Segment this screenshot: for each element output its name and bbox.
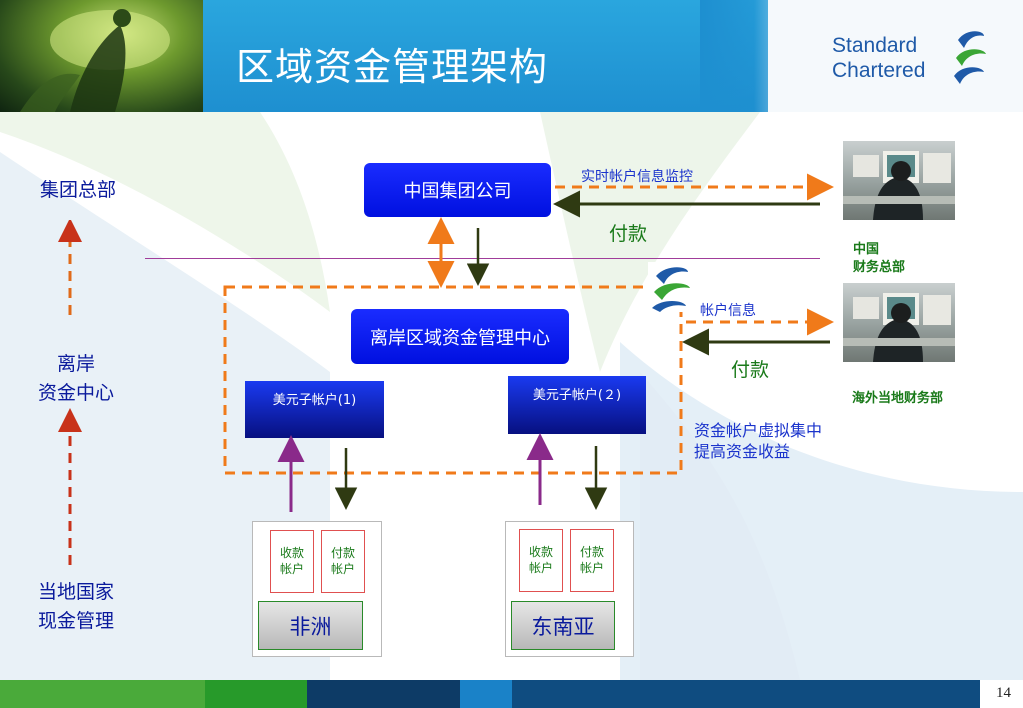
left-hierarchy-arrows [58,220,82,565]
china-finance-line1: 中国 [853,242,880,257]
label-realtime-monitor: 实时帐户信息监控 [581,169,693,185]
node-usd-sub-account-1: 美元子帐户(1) [245,381,384,438]
slide-title: 区域资金管理架构 [236,45,549,89]
node-usd-sub-account-2: 美元子帐户(２) [508,376,646,434]
label-overseas-finance: 海外当地财务部 [852,391,944,406]
sea-collection-account: 收款 帐户 [519,529,563,592]
label-local-line1: 当地国家 [37,581,114,603]
brand-line-2: Chartered [832,59,926,82]
footer-segment-5 [512,680,1023,708]
footer-segment-2 [205,680,307,708]
label-local-cash-mgmt: 当地国家 现金管理 [20,578,132,636]
footer-segment-1 [0,680,205,708]
collect-line1: 收款 [528,545,553,559]
label-payment-top: 付款 [609,223,648,245]
label-offshore-line1: 离岸 [56,353,95,375]
footer-segment-4 [460,680,512,708]
pay-line2: 帐户 [579,561,604,575]
benefit-notes: 资金帐户虚拟集中 提高资金收益 [694,420,822,462]
node-offshore-center: 离岸区域资金管理中心 [351,309,569,364]
brand-logo-text: Standard Chartered [832,33,925,83]
region-sea-label: 东南亚 [511,601,615,650]
pay-line2: 帐户 [330,562,355,576]
sea-payment-account: 付款 帐户 [570,529,614,592]
brand-line-1: Standard [832,34,918,57]
collect-line2: 帐户 [528,561,553,575]
label-group-hq: 集团总部 [39,179,116,201]
small-sc-logo-icon [648,262,698,312]
standard-chartered-logo-icon [954,31,986,84]
africa-collection-account: 收款 帐户 [270,530,314,593]
africa-payment-account: 付款 帐户 [321,530,365,593]
header-photo [0,0,203,112]
note-line2: 提高资金收益 [694,442,791,461]
label-account-info: 帐户信息 [700,303,756,319]
photo-china-finance-office [843,141,955,220]
china-finance-line2: 财务总部 [853,260,906,275]
photo-overseas-finance-office [843,283,955,362]
pay-line1: 付款 [330,546,355,560]
hq-divider-line [145,258,820,259]
note-line1: 资金帐户虚拟集中 [694,421,823,440]
footer-page-box [980,680,1023,708]
brand-area [768,0,1023,112]
collect-line2: 帐户 [279,562,304,576]
node-china-group: 中国集团公司 [364,163,551,217]
title-bar [203,0,768,112]
label-payment-mid: 付款 [731,359,770,381]
label-offshore-center: 离岸 资金中心 [20,350,132,408]
page-number: 14 [996,685,1011,701]
collect-line1: 收款 [279,546,304,560]
region-africa-label: 非洲 [258,601,363,650]
label-offshore-line2: 资金中心 [37,382,114,404]
label-china-finance-hq: 中国 财务总部 [853,241,905,277]
label-local-line2: 现金管理 [37,610,114,632]
footer-segment-3 [307,680,460,708]
pay-line1: 付款 [579,545,604,559]
